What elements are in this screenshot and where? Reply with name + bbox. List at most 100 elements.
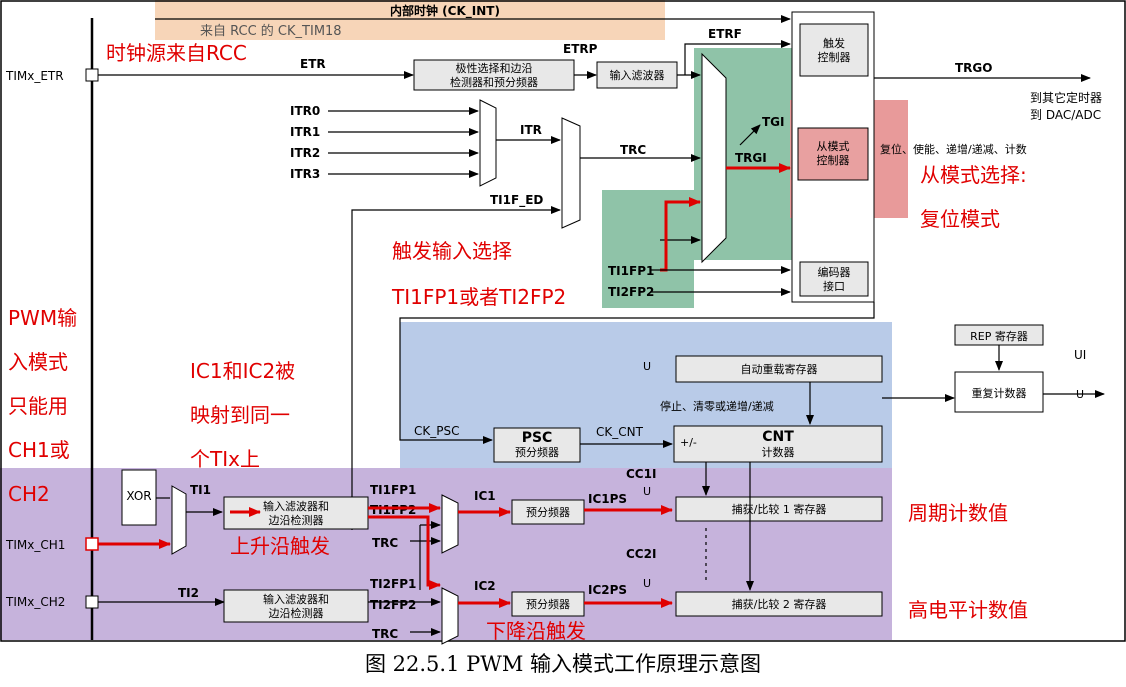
- etrf-label: ETRF: [708, 27, 742, 41]
- pwm-note-5: CH2: [8, 482, 50, 506]
- etrp-label: ETRP: [563, 42, 598, 56]
- ck-cnt-label: CK_CNT: [596, 425, 644, 439]
- slave-controller-box: [797, 127, 869, 181]
- rep-counter-label: 重复计数器: [972, 386, 1027, 400]
- ch1-filter-line1: 输入滤波器和: [263, 499, 329, 513]
- ti2fp2-label: TI2FP2: [608, 285, 654, 299]
- arr-box: [675, 355, 883, 383]
- trigger-ctrl-line1: 触发: [823, 36, 845, 50]
- ch1-pin: [85, 537, 99, 551]
- from-rcc-label: 来自 RCC 的 CK_TIM18: [200, 23, 342, 39]
- xor-label: XOR: [126, 489, 151, 503]
- input-filter-label: 输入滤波器: [610, 68, 665, 82]
- ccr2-u-label: U: [643, 577, 651, 590]
- ccr2-box: [675, 591, 883, 617]
- ic2-prescaler-label: 预分频器: [526, 597, 570, 611]
- trgo-label: TRGO: [955, 61, 992, 75]
- ti1fp1-ch-label: TI1FP1: [370, 483, 416, 497]
- ui-label: UI: [1074, 348, 1086, 362]
- stop-clear-label: 停止、清零或递增/递减: [660, 399, 774, 413]
- arr-u-label: U: [643, 360, 651, 373]
- ic2ps-label: IC2PS: [588, 583, 627, 597]
- cc1i-label: CC1I: [626, 467, 656, 481]
- timx-ch2-label: TIMx_CH2: [5, 595, 65, 609]
- timx-ch1-label: TIMx_CH1: [5, 538, 65, 552]
- slave-ctrl-line1: 从模式: [817, 140, 850, 153]
- mapping-note-3: 个TIx上: [190, 447, 260, 471]
- ic2-label: IC2: [474, 579, 496, 593]
- etr-label: ETR: [300, 57, 326, 71]
- itr-label: ITR: [520, 123, 542, 137]
- figure-caption: 图 22.5.1 PWM 输入模式工作原理示意图: [365, 652, 761, 676]
- rising-edge-note: 上升沿触发: [230, 534, 330, 558]
- cnt-label: CNT: [762, 429, 794, 445]
- itr1-label: ITR1: [290, 125, 320, 139]
- arr-label: 自动重载寄存器: [741, 362, 818, 376]
- ch2-filter-line2: 边沿检测器: [269, 606, 324, 620]
- trigger-select-note-2: TI1FP1或者TI2FP2: [391, 285, 566, 309]
- xor-box: [121, 469, 157, 526]
- ccr1-label: 捕获/比较 1 寄存器: [732, 502, 827, 516]
- encoder-line1: 编码器: [818, 265, 851, 279]
- ch2-filter-box: [223, 589, 369, 623]
- ti1f-ed-line: [351, 206, 561, 530]
- tgi-arrow: [739, 124, 761, 146]
- ch1-filter-line2: 边沿检测器: [269, 513, 324, 527]
- edge-det-line1: 极性选择和边沿: [456, 61, 533, 75]
- ck-psc-line: [399, 302, 875, 444]
- pwm-note-1: PWM输: [8, 306, 77, 330]
- trgi-mux: [701, 52, 727, 264]
- psc-box: [493, 427, 581, 463]
- mapping-note-1: IC1和IC2被: [190, 359, 295, 383]
- slave-mode-note-1: 从模式选择:: [920, 163, 1027, 187]
- etrf-line-b: [684, 40, 791, 75]
- cnt-box: [673, 425, 883, 463]
- itr-mux: [479, 99, 497, 187]
- ic1-prescaler-label: 预分频器: [526, 505, 570, 519]
- trc-ch1-label: TRC: [372, 536, 398, 550]
- ic1-label: IC1: [474, 489, 496, 503]
- ccr2-label: 捕获/比较 2 寄存器: [732, 597, 827, 611]
- cnt-sub-label: 计数器: [762, 446, 795, 459]
- ck-int-band: [155, 0, 665, 40]
- ck-int-label: 内部时钟 (CK_INT): [390, 3, 500, 19]
- slave-output-label: 复位、使能、递增/递减、计数: [880, 142, 1027, 156]
- ti2fp1-ch-label: TI2FP1: [370, 577, 416, 591]
- encoder-line2: 接口: [823, 280, 845, 293]
- ccr1-u-label: U: [643, 485, 651, 498]
- clock-source-note: 时钟源来自RCC: [106, 41, 247, 65]
- etr-pin: [85, 68, 99, 82]
- high-level-note: 高电平计数值: [908, 598, 1028, 622]
- ti1-mux: [171, 485, 187, 555]
- cc2i-label: CC2I: [626, 547, 656, 561]
- ic1ps-label: IC1PS: [588, 492, 627, 506]
- rep-counter-box: [954, 371, 1044, 413]
- trgi-label: TRGI: [735, 151, 767, 165]
- trc-label: TRC: [620, 143, 646, 157]
- input-filter-box: [596, 61, 678, 89]
- to-other-timer-label: 到其它定时器: [1030, 90, 1102, 105]
- rep-register-label: REP 寄存器: [970, 329, 1028, 343]
- timx-etr-label: TIMx_ETR: [5, 69, 64, 83]
- tgi-label: TGI: [762, 115, 785, 129]
- slave-ctrl-line2: 控制器: [817, 153, 850, 167]
- trigger-select-note-1: 触发输入选择: [392, 239, 512, 263]
- edge-det-line2: 检测器和预分频器: [450, 75, 538, 89]
- pwm-note-3: 只能用: [8, 394, 68, 418]
- trc-ch2-label: TRC: [372, 627, 398, 641]
- pwm-note-4: CH1或: [8, 438, 70, 462]
- slave-mode-note-2: 复位模式: [920, 207, 1000, 231]
- itr2-label: ITR2: [290, 146, 320, 160]
- ck-psc-label: CK_PSC: [414, 424, 459, 438]
- ic1-prescaler-box: [511, 499, 585, 525]
- ccr1-box: [675, 496, 883, 522]
- ti2-label: TI2: [178, 586, 199, 600]
- trigger-input-region: [602, 190, 694, 308]
- frame: [0, 0, 1126, 642]
- ti1fp2-to-ic2: [368, 515, 441, 590]
- ch2-pin: [85, 595, 99, 609]
- edge-detector-box: [413, 59, 575, 91]
- pwm-note-2: 入模式: [8, 350, 68, 374]
- trigger-ctrl-line2: 控制器: [818, 50, 851, 64]
